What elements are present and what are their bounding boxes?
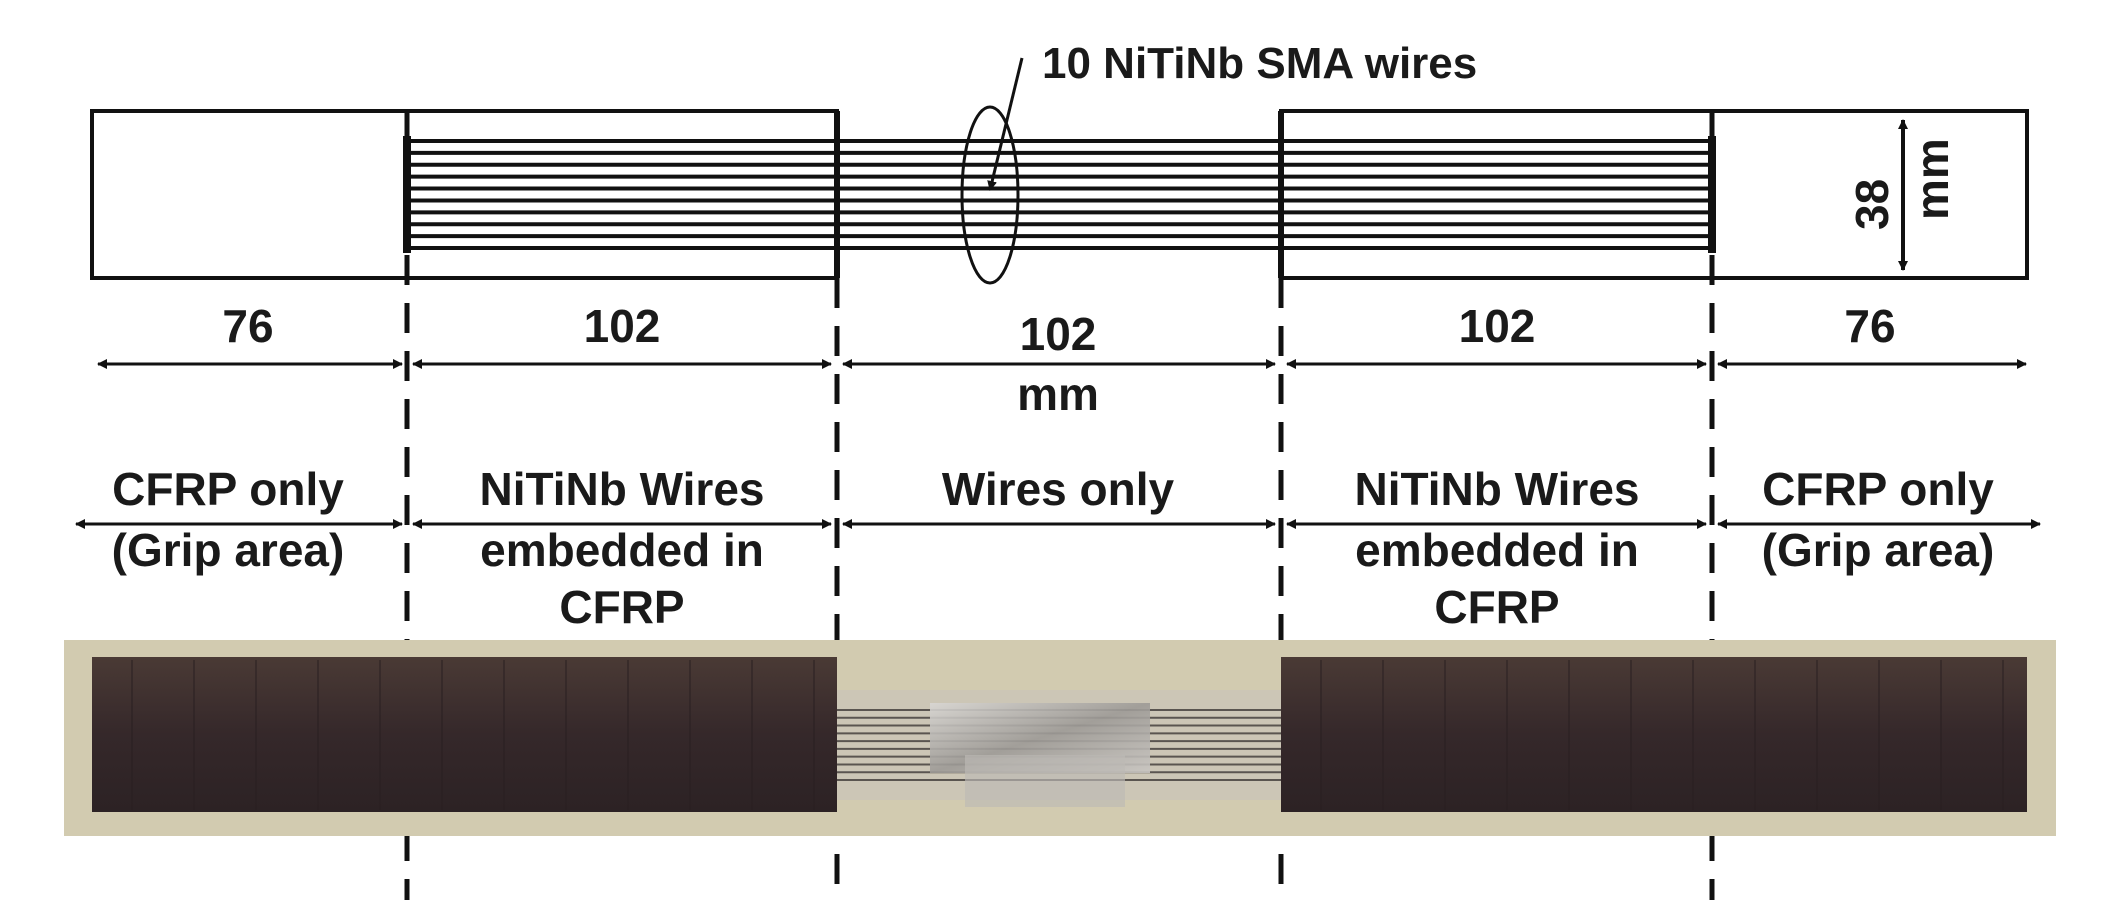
region-embedded-right-line1: NiTiNb Wires	[1354, 463, 1639, 515]
length-wires-only: 102	[1020, 308, 1097, 360]
wire-callout: 10 NiTiNb SMA wires	[960, 39, 1477, 285]
length-grip-right: 76	[1844, 300, 1895, 352]
width-dimension: 38 mm	[1846, 119, 1958, 271]
region-grip-left-line1: CFRP only	[112, 463, 344, 515]
length-embedded-right: 102	[1459, 300, 1536, 352]
length-dimensions: 76 102 102 mm 102 76	[97, 300, 2027, 420]
region-grip-left-line2: (Grip area)	[112, 524, 345, 576]
region-embedded-right-line2: embedded in	[1355, 524, 1639, 576]
photo-tape-lower	[965, 755, 1125, 807]
sma-wire-bundle	[410, 139, 1709, 250]
region-embedded-right-line3: CFRP	[1434, 581, 1559, 633]
callout-ellipse	[960, 105, 1020, 285]
width-value: 38	[1846, 179, 1898, 230]
region-grip-right-line1: CFRP only	[1762, 463, 1994, 515]
region-embedded-left-line3: CFRP	[559, 581, 684, 633]
region-embedded-left-line1: NiTiNb Wires	[479, 463, 764, 515]
specimen-schematic	[90, 109, 2029, 280]
left-cfrp-block	[90, 109, 839, 280]
photo-cfrp-left	[92, 657, 837, 812]
length-wires-only-unit: mm	[1017, 368, 1099, 420]
section-boundaries	[404, 111, 1715, 900]
width-unit: mm	[1906, 138, 1958, 220]
region-labels: CFRP only (Grip area) NiTiNb Wires embed…	[75, 463, 2041, 633]
callout-label: 10 NiTiNb SMA wires	[1042, 39, 1477, 88]
region-wires-only-line1: Wires only	[942, 463, 1175, 515]
region-grip-right-line2: (Grip area)	[1762, 524, 1995, 576]
length-grip-left: 76	[222, 300, 273, 352]
callout-leader	[987, 57, 1024, 191]
length-embedded-left: 102	[584, 300, 661, 352]
region-embedded-left-line2: embedded in	[480, 524, 764, 576]
photo-cfrp-texture	[131, 660, 2004, 810]
specimen-photo	[64, 640, 2056, 836]
photo-cfrp-right	[1281, 657, 2027, 812]
